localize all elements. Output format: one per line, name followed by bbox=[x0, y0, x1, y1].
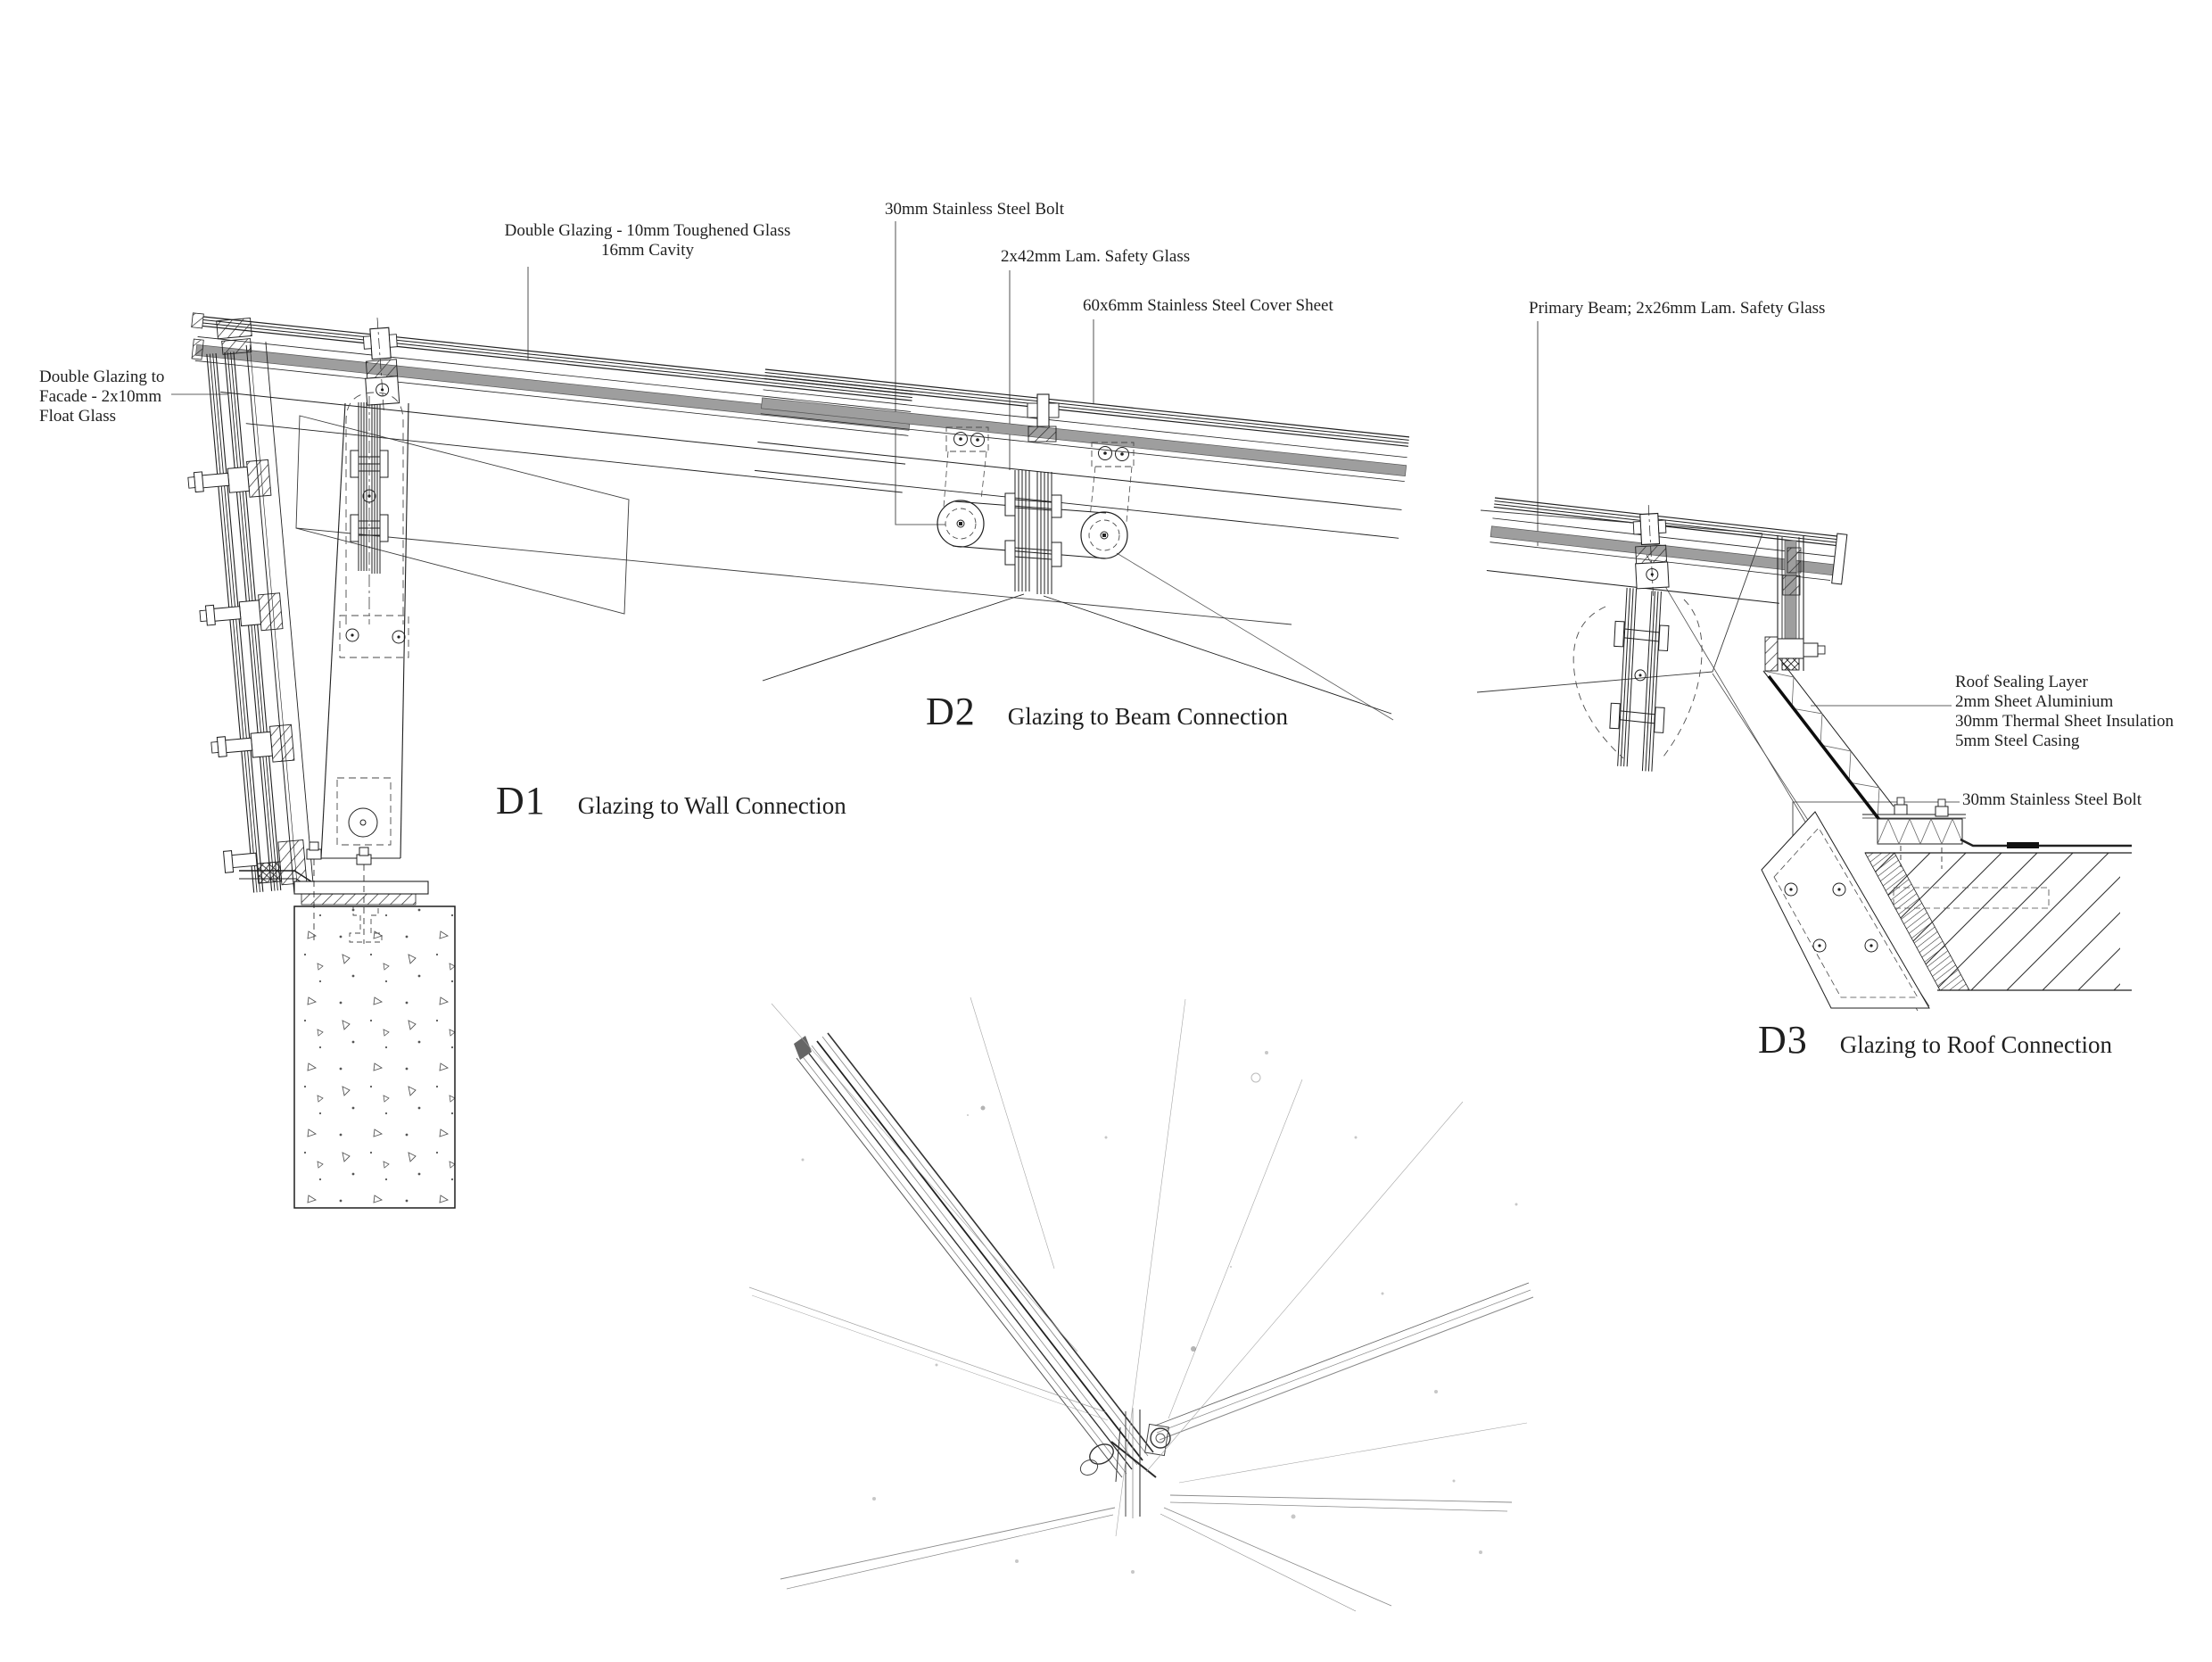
detail-title-d2: D2 Glazing to Beam Connection bbox=[926, 689, 1288, 734]
annotation-d1-facade-glazing: Double Glazing to Facade - 2x10mm Float … bbox=[39, 368, 165, 426]
annotation-d3-bolt: 30mm Stainless Steel Bolt bbox=[1962, 790, 2142, 809]
annotation-d3-roof-buildup: Roof Sealing Layer 2mm Sheet Aluminium 3… bbox=[1955, 673, 2175, 750]
annotation-d2-cover-sheet: 60x6mm Stainless Steel Cover Sheet bbox=[1083, 296, 1333, 315]
annotation-d1-roof-glazing: Double Glazing - 10mm Toughened Glass 16… bbox=[504, 221, 791, 260]
d3-linework bbox=[1476, 497, 2132, 1012]
detail-code-d1: D1 bbox=[496, 779, 546, 823]
d1-linework bbox=[187, 312, 1292, 1209]
detail-title-d1: D1 Glazing to Wall Connection bbox=[496, 778, 846, 823]
d2-linework bbox=[755, 368, 1410, 721]
perspective-sketch bbox=[748, 996, 1534, 1612]
detail-title-d3: D3 Glazing to Roof Connection bbox=[1758, 1017, 2112, 1063]
detail-code-d2: D2 bbox=[926, 690, 976, 733]
detail-code-d3: D3 bbox=[1758, 1018, 1808, 1062]
detail-name-d2: Glazing to Beam Connection bbox=[1007, 703, 1288, 730]
detail-name-d1: Glazing to Wall Connection bbox=[577, 792, 846, 819]
detail-name-d3: Glazing to Roof Connection bbox=[1839, 1031, 2112, 1058]
annotation-d3-primary-beam: Primary Beam; 2x26mm Lam. Safety Glass bbox=[1529, 299, 1826, 318]
annotation-d2-safety-glass: 2x42mm Lam. Safety Glass bbox=[1001, 247, 1191, 266]
annotation-d2-bolt: 30mm Stainless Steel Bolt bbox=[885, 200, 1065, 219]
